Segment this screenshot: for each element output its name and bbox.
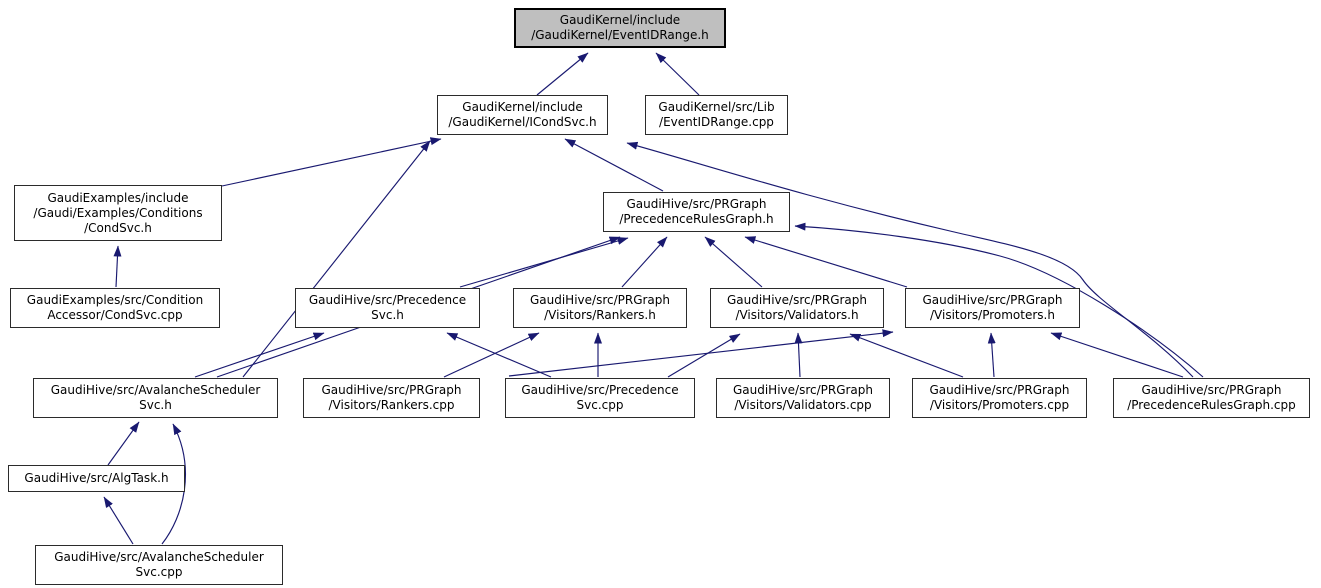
- node-algtask-h[interactable]: GaudiHive/src/AlgTask.h: [8, 465, 185, 492]
- edge-prgraph-cpp-to-promoters-h: [1050, 332, 1184, 378]
- node-precedencesvc-h[interactable]: GaudiHive/src/Precedence Svc.h: [295, 288, 480, 328]
- edge-promoters-h-to-prgraph-h: [744, 236, 908, 288]
- edge-validators-h-to-prgraph-h: [704, 236, 763, 288]
- edge-precedencesvc-cpp-to-precedencesvc-h: [446, 332, 552, 378]
- node-prgraph-cpp[interactable]: GaudiHive/src/PRGraph /PrecedenceRulesGr…: [1113, 378, 1310, 418]
- node-prgraph-h[interactable]: GaudiHive/src/PRGraph /PrecedenceRulesGr…: [603, 192, 790, 232]
- edge-condsvc-h-to-icondsvc-h: [221, 137, 442, 187]
- edge-prgraph-cpp-to-prgraph-h: [794, 222, 1204, 378]
- edge-precedencesvc-cpp-to-validators-h: [667, 333, 741, 378]
- edge-prgraph-h-to-icondsvc-h: [564, 138, 664, 192]
- edge-prgraph-cpp-to-icondsvc-h: [626, 141, 1194, 378]
- node-promoters-h[interactable]: GaudiHive/src/PRGraph /Visitors/Promoter…: [905, 288, 1080, 328]
- edge-promoters-cpp-to-validators-h: [849, 333, 964, 378]
- edge-condsvc-cpp-to-condsvc-h: [113, 245, 122, 288]
- edge-validators-cpp-to-validators-h: [794, 332, 803, 378]
- node-rankers-h[interactable]: GaudiHive/src/PRGraph /Visitors/Rankers.…: [513, 288, 687, 328]
- edge-eventidrange-cpp-to-eventidrange-h: [655, 52, 700, 96]
- node-avalanche-h[interactable]: GaudiHive/src/AvalancheScheduler Svc.h: [33, 378, 278, 418]
- node-promoters-cpp[interactable]: GaudiHive/src/PRGraph /Visitors/Promoter…: [912, 378, 1087, 418]
- edge-rankers-h-to-prgraph-h: [621, 236, 668, 288]
- edge-avalanche-h-to-icondsvc-h: [242, 140, 431, 378]
- node-validators-cpp[interactable]: GaudiHive/src/PRGraph /Visitors/Validato…: [716, 378, 890, 418]
- node-condsvc-h[interactable]: GaudiExamples/include /Gaudi/Examples/Co…: [14, 185, 222, 241]
- node-eventidrange-cpp[interactable]: GaudiKernel/src/Lib /EventIDRange.cpp: [645, 95, 788, 135]
- node-condsvc-cpp[interactable]: GaudiExamples/src/Condition Accessor/Con…: [10, 288, 220, 328]
- edge-icondsvc-h-to-eventidrange-h: [536, 52, 589, 96]
- node-avalanche-cpp[interactable]: GaudiHive/src/AvalancheScheduler Svc.cpp: [35, 545, 283, 585]
- edge-precedencesvc-cpp-to-promoters-h: [508, 329, 894, 377]
- edge-avalanche-h-to-precedencesvc-h: [194, 332, 325, 378]
- edge-precedencesvc-h-to-prgraph-h: [459, 237, 629, 288]
- edge-algtask-h-to-avalanche-h: [107, 421, 140, 466]
- edge-avalanche-cpp-to-algtask-h: [103, 496, 134, 545]
- node-validators-h[interactable]: GaudiHive/src/PRGraph /Visitors/Validato…: [710, 288, 884, 328]
- edge-rankers-cpp-to-rankers-h: [443, 332, 540, 378]
- node-icondsvc-h[interactable]: GaudiKernel/include /GaudiKernel/ICondSv…: [437, 95, 608, 135]
- node-precedencesvc-cpp[interactable]: GaudiHive/src/Precedence Svc.cpp: [505, 378, 695, 418]
- edge-promoters-cpp-to-promoters-h: [987, 332, 996, 378]
- node-eventidrange-h[interactable]: GaudiKernel/include /GaudiKernel/EventID…: [514, 8, 726, 48]
- node-rankers-cpp[interactable]: GaudiHive/src/PRGraph /Visitors/Rankers.…: [303, 378, 480, 418]
